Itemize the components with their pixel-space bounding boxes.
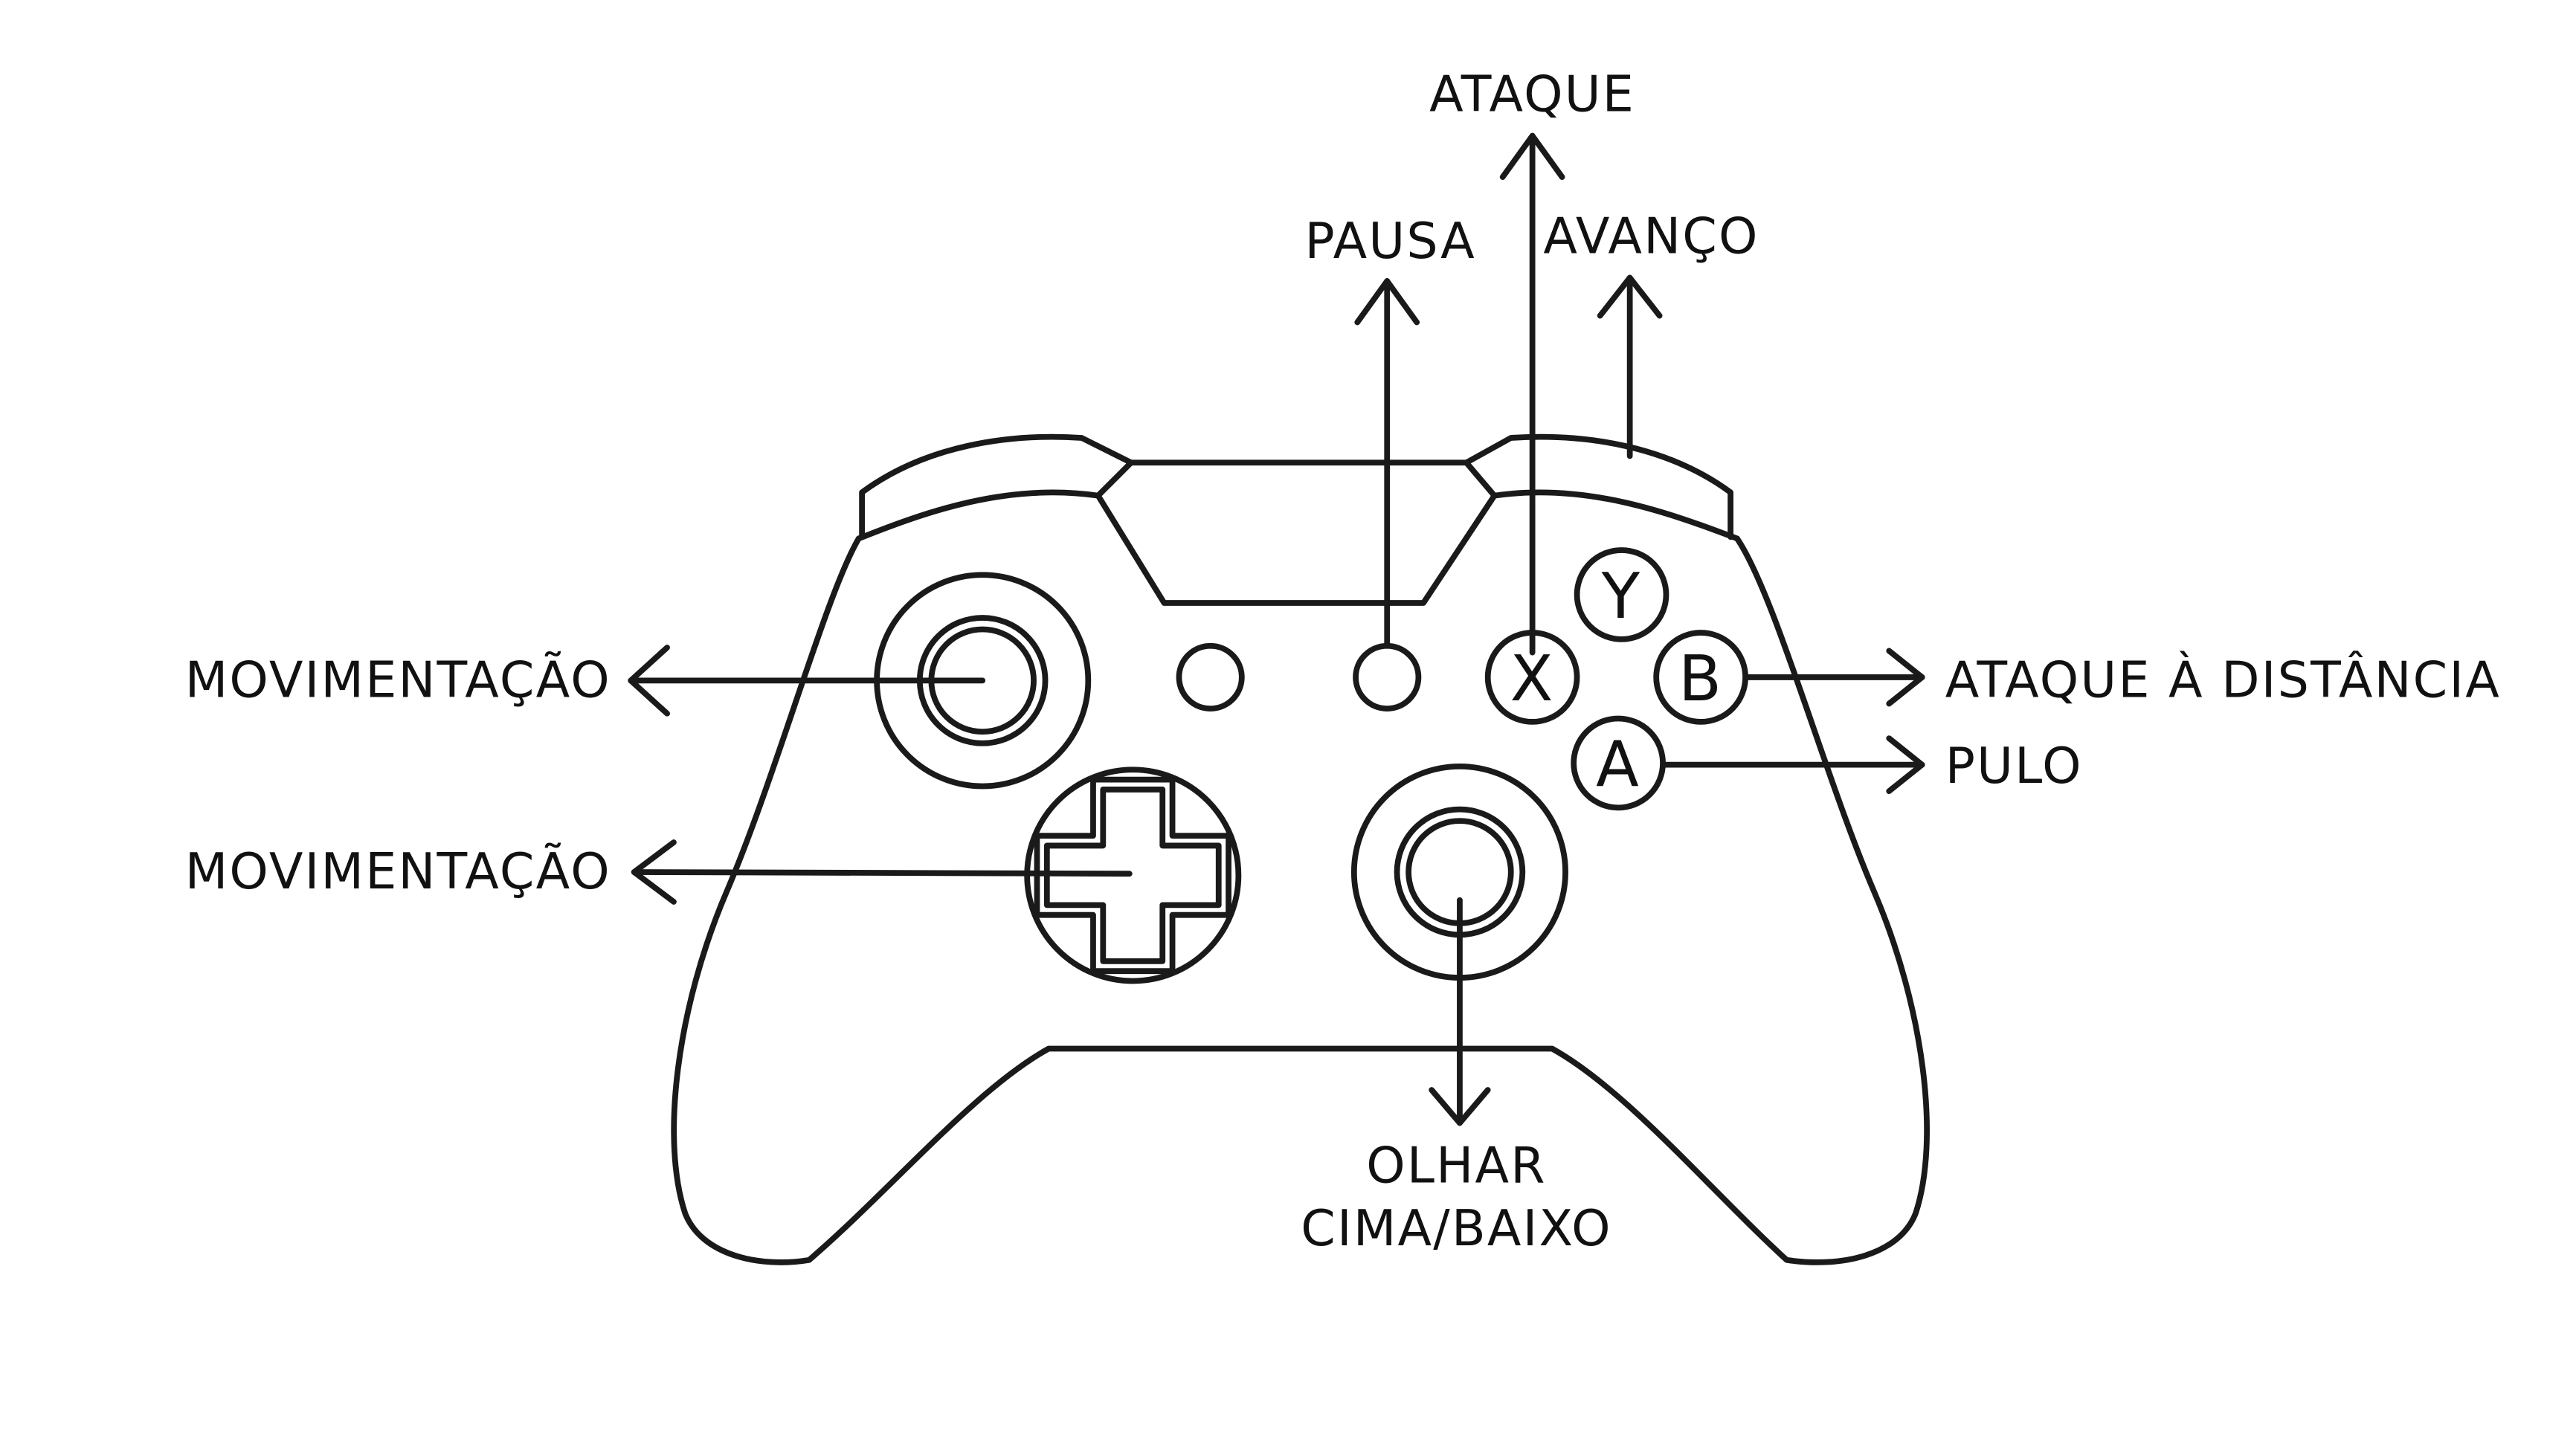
a-button: A [1571,715,1666,811]
b-button: B [1653,630,1748,725]
y-button: Y [1574,547,1669,642]
controller-top-shell [855,489,1740,606]
label-x-button: ATAQUE [1429,65,1635,123]
label-menu-button: PAUSA [1304,212,1475,270]
menu-button [1353,642,1422,712]
view-button [1176,642,1245,712]
arrow-x-button [1499,132,1565,656]
arrow-right-bumper [1597,274,1663,459]
arrow-left-stick [628,645,986,717]
a-button-letter: A [1596,728,1640,801]
arrow-dpad [631,839,1133,905]
arrow-right-stick [1429,897,1491,1126]
arrow-a-button [1660,735,1925,795]
label-right-stick-line1: OLHAR [1366,1136,1547,1194]
label-dpad: MOVIMENTAÇÃO [185,842,611,900]
label-right-bumper: AVANÇO [1543,207,1759,265]
arrow-b-button [1744,648,1925,707]
left-bumper [859,433,1134,540]
arrow-menu [1354,278,1420,649]
label-b-button: ATAQUE À DISTÂNCIA [1945,651,2501,709]
controller-body [671,535,1930,1265]
label-a-button: PULO [1945,737,2083,795]
label-left-stick: MOVIMENTAÇÃO [185,651,611,709]
b-button-letter: B [1678,642,1723,715]
y-button-letter: Y [1601,560,1642,633]
right-bumper [1463,433,1733,540]
dpad [1024,767,1242,984]
label-right-stick-line2: CIMA/BAIXO [1301,1199,1612,1257]
